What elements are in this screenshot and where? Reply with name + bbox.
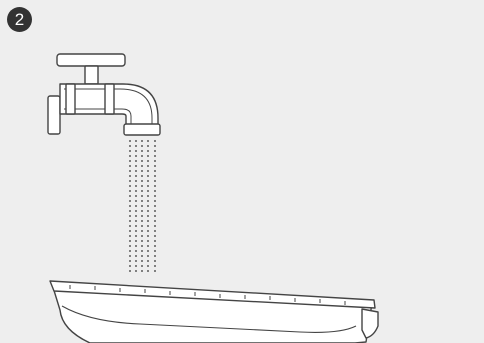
- water-stream-icon: [130, 140, 155, 275]
- faucet-icon: [48, 54, 160, 135]
- step-number-badge: 2: [7, 7, 32, 32]
- container-icon: [50, 281, 378, 343]
